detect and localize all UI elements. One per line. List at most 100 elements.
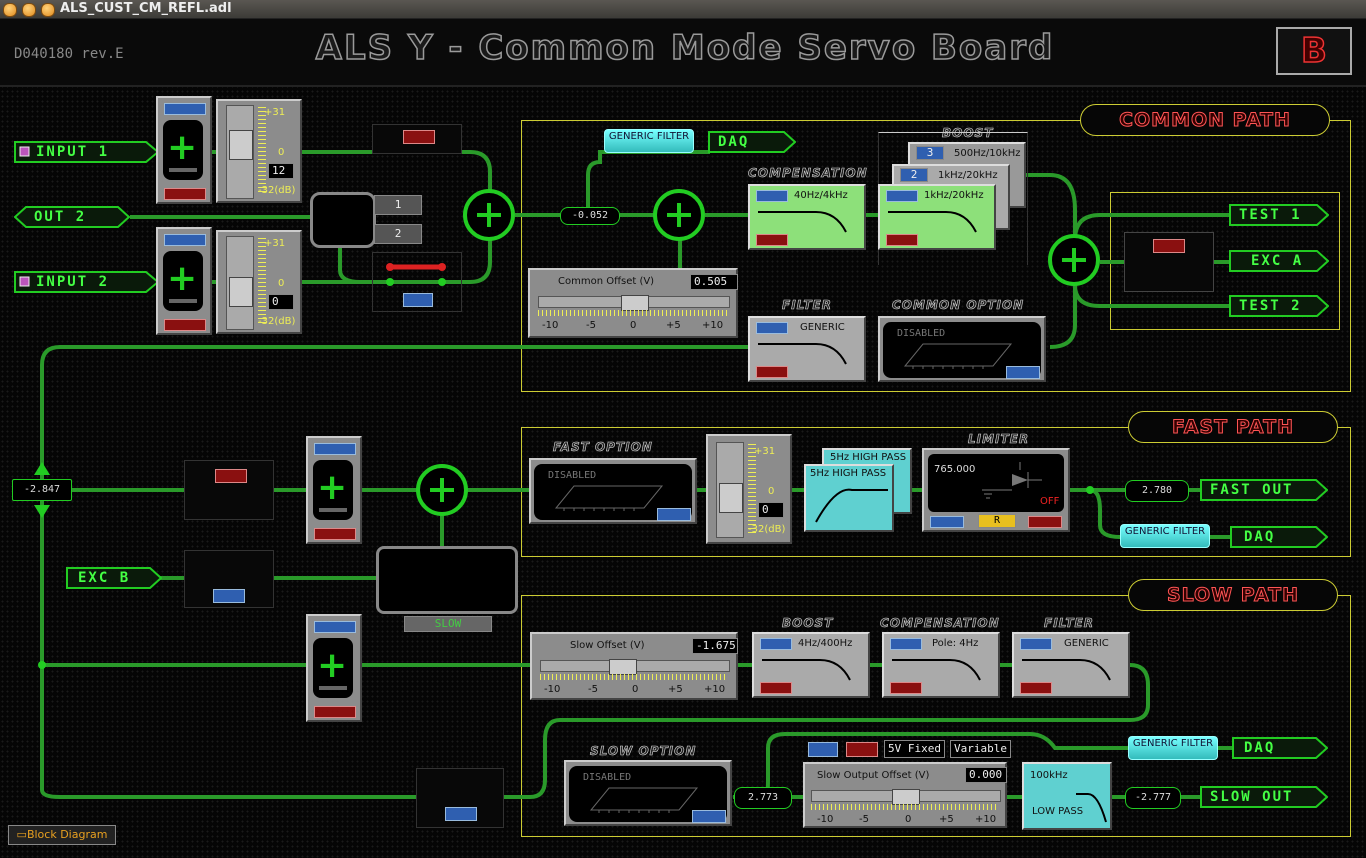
- tick-label: 0: [905, 814, 912, 825]
- chip-icon: [903, 343, 1013, 369]
- slow-output-reset[interactable]: [846, 742, 878, 757]
- variable-button[interactable]: Variable: [950, 740, 1011, 758]
- chip-icon: [554, 485, 664, 511]
- limiter-r-button[interactable]: R: [978, 514, 1016, 528]
- boost-stage1-panel: 1kHz/20kHz: [878, 184, 996, 250]
- input1-gain-up-button[interactable]: [164, 103, 206, 115]
- limiter-toggle[interactable]: [930, 516, 964, 528]
- slow-option-state: DISABLED: [583, 772, 632, 783]
- input2-gain-slider-track[interactable]: [226, 236, 254, 330]
- excb-switch-box: [184, 550, 274, 608]
- common-filter-panel: GENERIC: [748, 316, 866, 382]
- minimize-window-button[interactable]: [22, 3, 36, 17]
- slow-filter-reset[interactable]: [1020, 682, 1052, 694]
- gain-zero-label: 0: [768, 486, 775, 497]
- excb-switch-button[interactable]: [213, 589, 245, 603]
- fast-gain-down-button[interactable]: [314, 528, 356, 540]
- slow-offset-value[interactable]: -1.675: [692, 638, 738, 654]
- slow-offset-panel: Slow Offset (V) -1.675 -10 -5 0 +5 +10: [530, 632, 738, 700]
- fast-gain-value[interactable]: 0: [758, 502, 784, 518]
- slow-boost-name: 4Hz/400Hz: [798, 638, 853, 649]
- mux-option-2-button[interactable]: 2: [374, 224, 422, 244]
- limiter-value: 765.000: [934, 464, 976, 475]
- mux-option-1-button[interactable]: 1: [374, 195, 422, 215]
- fast-enable-panel: +: [306, 436, 362, 544]
- daq-port-fast[interactable]: DAQ: [1230, 526, 1328, 548]
- tick-label: +5: [939, 814, 954, 825]
- boost-stage2-number[interactable]: 2: [900, 168, 928, 182]
- out2-port[interactable]: OUT 2: [14, 206, 130, 228]
- tick-label: 0: [632, 684, 639, 695]
- common-generic-filter-button[interactable]: GENERIC FILTER: [604, 129, 694, 153]
- slow-gain-down-button[interactable]: [314, 706, 356, 718]
- common-option-toggle[interactable]: [1006, 366, 1040, 379]
- gain-zero-label: 0: [278, 147, 285, 158]
- input2-gain-down-button[interactable]: [164, 319, 206, 331]
- input1-gain-down-button[interactable]: [164, 188, 206, 200]
- slow-option-toggle[interactable]: [692, 810, 726, 823]
- daq-port-slow[interactable]: DAQ: [1232, 737, 1328, 759]
- limiter-reset[interactable]: [1028, 516, 1062, 528]
- slow-switch-button[interactable]: [445, 807, 477, 821]
- fast-generic-filter-button[interactable]: GENERIC FILTER: [1120, 524, 1210, 548]
- block-diagram-button[interactable]: ▭Block Diagram: [8, 825, 116, 845]
- close-window-button[interactable]: [3, 3, 17, 17]
- slow-lowpass-panel: 100kHz LOW PASS: [1022, 762, 1112, 830]
- slow-boost-toggle[interactable]: [760, 638, 792, 650]
- fast-option-state: DISABLED: [548, 470, 597, 481]
- common-compensation-toggle[interactable]: [756, 190, 788, 202]
- fast-out-port[interactable]: FAST OUT: [1200, 479, 1328, 501]
- slow-fast-selector: [376, 546, 518, 614]
- input1-port[interactable]: INPUT 1: [14, 141, 160, 163]
- excb-port[interactable]: EXC B: [66, 567, 162, 589]
- common-offset-slider[interactable]: [538, 295, 730, 311]
- slow-compensation-toggle[interactable]: [890, 638, 922, 650]
- input1-gain-slider-track[interactable]: [226, 105, 254, 199]
- board-letter: B: [1276, 27, 1352, 75]
- common-compensation-reset[interactable]: [756, 234, 788, 246]
- slow-gain-up-button[interactable]: [314, 621, 356, 633]
- exca-port[interactable]: EXC A: [1229, 250, 1329, 272]
- slow-filter-toggle[interactable]: [1020, 638, 1052, 650]
- slow-button[interactable]: SLOW: [404, 616, 492, 632]
- slow-boost-reset[interactable]: [760, 682, 792, 694]
- slow-output-offset-value[interactable]: 0.000: [965, 767, 1007, 783]
- tick-label: +5: [668, 684, 683, 695]
- fast-gain-up-button[interactable]: [314, 443, 356, 455]
- slow-offset-slider[interactable]: [540, 659, 730, 675]
- boost-stage3-number[interactable]: 3: [916, 146, 944, 160]
- common-filter-toggle[interactable]: [756, 322, 788, 334]
- common-filter-reset[interactable]: [756, 366, 788, 378]
- slow-compensation-label: COMPENSATION: [880, 616, 1000, 631]
- slow-generic-filter-button[interactable]: GENERIC FILTER: [1128, 736, 1218, 760]
- test2-port[interactable]: TEST 2: [1229, 295, 1329, 317]
- fast-gain-slider-track[interactable]: [716, 442, 744, 538]
- daq-port-common[interactable]: DAQ: [708, 131, 796, 153]
- slow-mid-value: 2.773: [734, 787, 792, 809]
- boost-stage1-toggle[interactable]: [886, 190, 918, 202]
- slow-option-label: SLOW OPTION: [590, 744, 697, 759]
- slow-filter-name: GENERIC: [1064, 638, 1109, 649]
- slow-output-toggle[interactable]: [808, 742, 838, 757]
- common-offset-value[interactable]: 0.505: [690, 274, 738, 290]
- fixed-5v-button[interactable]: 5V Fixed: [884, 740, 945, 758]
- boost-stage1-reset[interactable]: [886, 234, 918, 246]
- input2-gain-value[interactable]: 0: [268, 294, 294, 310]
- gain-max-label: +31: [754, 446, 776, 457]
- slow-compensation-reset[interactable]: [890, 682, 922, 694]
- input-toggle-button[interactable]: [403, 130, 435, 144]
- exca-toggle-button[interactable]: [1153, 239, 1185, 253]
- gain-min-label: -32(dB): [748, 524, 786, 535]
- test1-port[interactable]: TEST 1: [1229, 204, 1329, 226]
- maximize-window-button[interactable]: [41, 3, 55, 17]
- fast-option-toggle[interactable]: [657, 508, 691, 521]
- fast-input-toggle[interactable]: [215, 469, 247, 483]
- limiter-display: 765.000 OFF: [928, 454, 1064, 512]
- input1-gain-value[interactable]: 12: [268, 163, 294, 179]
- input2-gain-up-button[interactable]: [164, 234, 206, 246]
- input1-enable-panel: +: [156, 96, 212, 204]
- slow-out-port[interactable]: SLOW OUT: [1200, 786, 1328, 808]
- input2-switch-button[interactable]: [403, 293, 433, 307]
- slow-output-offset-slider[interactable]: [811, 789, 1001, 805]
- input2-port[interactable]: INPUT 2: [14, 271, 160, 293]
